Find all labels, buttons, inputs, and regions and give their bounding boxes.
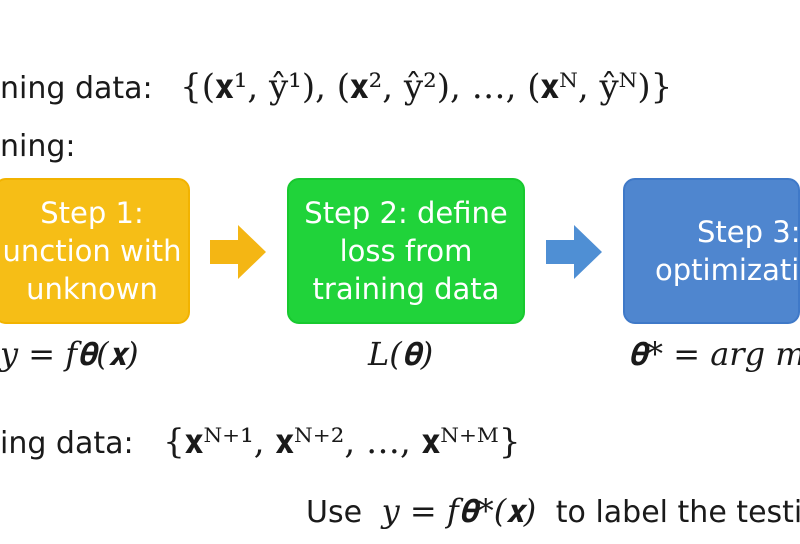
use-prefix: Use bbox=[306, 495, 363, 530]
training-data-row: ning data: {(𝐱¹, ŷ¹), (𝐱², ŷ²), …, (𝐱ᴺ, … bbox=[0, 70, 672, 104]
step-1-box: Step 1: unction with unknown bbox=[0, 178, 190, 324]
arrow-1-icon bbox=[210, 225, 266, 279]
use-formula: y = f𝛉*(𝐱) bbox=[381, 492, 537, 530]
step-2-formula: L(𝛉) bbox=[368, 335, 434, 373]
training-data-set: {(𝐱¹, ŷ¹), (𝐱², ŷ²), …, (𝐱ᴺ, ŷᴺ)} bbox=[180, 67, 673, 107]
step-3-line-1: Step 3: bbox=[697, 215, 800, 249]
use-line: Use y = f𝛉*(𝐱) to label the testing bbox=[306, 495, 800, 528]
arrow-2-icon bbox=[546, 225, 602, 279]
step-3-box: Step 3: optimizatio bbox=[623, 178, 800, 324]
step-2-line-2: loss from bbox=[339, 234, 473, 268]
step-1-line-2: unction with bbox=[2, 234, 182, 268]
step-3-formula: 𝛉* = arg m bbox=[628, 335, 800, 373]
faint-top-text bbox=[40, 0, 430, 12]
step-1-line-3: unknown bbox=[26, 272, 158, 306]
testing-data-set: {𝐱ᴺ⁺¹, 𝐱ᴺ⁺², …, 𝐱ᴺ⁺ᴹ} bbox=[163, 422, 521, 462]
training-heading: ning: bbox=[0, 129, 76, 164]
training-data-label: ning data: bbox=[0, 71, 153, 106]
step-2-line-3: training data bbox=[312, 272, 500, 306]
step-1-line-1: Step 1: bbox=[40, 196, 144, 230]
step-2-line-1: Step 2: define bbox=[304, 196, 508, 230]
testing-data-label: ing data: bbox=[0, 426, 134, 461]
testing-data-row: ing data: {𝐱ᴺ⁺¹, 𝐱ᴺ⁺², …, 𝐱ᴺ⁺ᴹ} bbox=[0, 425, 520, 459]
step-1-formula: y = f𝛉(𝐱) bbox=[0, 335, 139, 373]
use-suffix: to label the testing bbox=[555, 495, 800, 530]
step-2-box: Step 2: define loss from training data bbox=[287, 178, 525, 324]
step-3-line-2: optimizatio bbox=[655, 253, 800, 287]
